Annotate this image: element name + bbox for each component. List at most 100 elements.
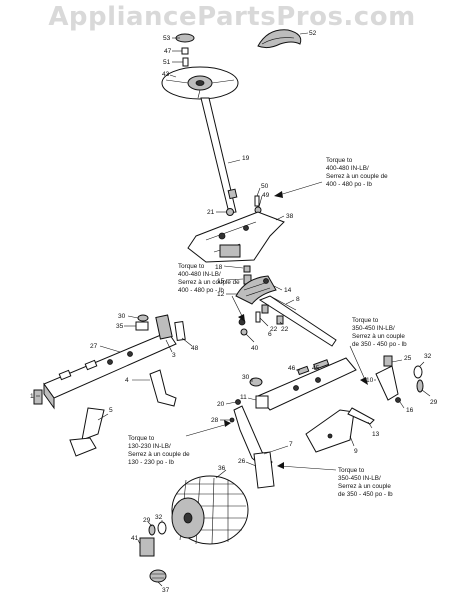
svg-text:400-480 IN-LB/: 400-480 IN-LB/ — [178, 271, 221, 278]
leader-lines — [36, 32, 431, 587]
label-4: 4 — [125, 377, 129, 384]
svg-text:350-450 IN-LB/: 350-450 IN-LB/ — [338, 475, 381, 482]
svg-text:de 350 - 450 po - lb: de 350 - 450 po - lb — [352, 341, 407, 348]
spindle-10[interactable] — [375, 365, 399, 401]
label-14: 14 — [284, 287, 292, 294]
label-49: 49 — [262, 192, 270, 199]
spacer-18[interactable] — [243, 265, 251, 273]
svg-text:Serrez à un couple de: Serrez à un couple de — [178, 279, 240, 286]
washer-32a[interactable] — [157, 521, 167, 535]
svg-text:400 - 480 po - lb: 400 - 480 po - lb — [178, 287, 224, 294]
svg-text:Serrez à un couple de: Serrez à un couple de — [326, 173, 388, 180]
bolt-50[interactable] — [254, 195, 260, 207]
cap-37[interactable] — [149, 569, 167, 583]
svg-text:Torque to: Torque to — [326, 157, 353, 164]
seal-29b[interactable] — [416, 379, 424, 393]
label-52: 52 — [309, 30, 317, 37]
bolt-45[interactable] — [313, 359, 330, 370]
steering-shaft[interactable] — [200, 97, 237, 214]
label-30b: 30 — [242, 374, 250, 381]
label-29a: 29 — [143, 517, 151, 524]
spindle-5[interactable] — [81, 407, 105, 441]
front-tire[interactable] — [171, 475, 249, 545]
spindle-26[interactable] — [253, 451, 275, 489]
washer-32b[interactable] — [413, 365, 423, 379]
label-43: 43 — [162, 71, 170, 78]
label-10: 10 — [366, 377, 374, 384]
bushing-30b[interactable] — [249, 377, 263, 387]
label-38: 38 — [286, 213, 294, 220]
label-28: 28 — [211, 417, 219, 424]
torque-note-left-mid: Torque to 400-480 IN-LB/ Serrez à un cou… — [178, 263, 240, 294]
nut-28[interactable] — [229, 417, 235, 423]
label-36: 36 — [218, 465, 226, 472]
steering-cap[interactable] — [257, 29, 302, 49]
bolt-6[interactable] — [255, 311, 261, 323]
bushing-30a[interactable] — [137, 314, 149, 322]
label-32a: 32 — [155, 514, 163, 521]
label-29b: 29 — [430, 399, 438, 406]
torque-note-top-right: Torque to 400-480 IN-LB/ Serrez à un cou… — [326, 157, 388, 188]
svg-text:Torque to: Torque to — [352, 317, 379, 324]
spacer-22b[interactable] — [276, 315, 284, 325]
label-26: 26 — [238, 458, 246, 465]
label-11: 11 — [240, 394, 247, 401]
bushing-25[interactable] — [383, 355, 393, 367]
watermark: AppliancePartsPros.com — [48, 2, 416, 32]
drag-link[interactable] — [258, 295, 337, 347]
label-46: 46 — [288, 365, 296, 372]
steering-support-plate[interactable] — [187, 211, 285, 263]
bushing-35[interactable] — [135, 321, 149, 331]
label-5: 5 — [109, 407, 113, 414]
label-9: 9 — [354, 448, 358, 455]
label-18: 18 — [215, 264, 223, 271]
label-27: 27 — [90, 343, 98, 350]
label-15: 15 — [217, 278, 225, 285]
bolt-16[interactable] — [395, 397, 401, 403]
label-3: 3 — [172, 352, 176, 359]
label-32b: 32 — [424, 353, 432, 360]
label-25: 25 — [404, 355, 412, 362]
front-axle-right[interactable] — [257, 357, 357, 411]
seal-29a[interactable] — [148, 524, 156, 536]
svg-text:350-450 IN-LB/: 350-450 IN-LB/ — [352, 325, 395, 332]
label-6: 6 — [268, 331, 272, 338]
svg-text:Torque to: Torque to — [128, 435, 155, 442]
spindle-4[interactable] — [149, 369, 177, 407]
label-7: 7 — [289, 441, 293, 448]
svg-text:Serrez à un couple: Serrez à un couple — [352, 333, 405, 340]
label-53: 53 — [163, 35, 171, 42]
label-16: 16 — [406, 407, 414, 414]
label-50: 50 — [261, 183, 269, 190]
spacer-48[interactable] — [174, 320, 186, 342]
spacer-11[interactable] — [255, 395, 269, 409]
bushing-1[interactable] — [33, 389, 43, 405]
svg-text:400 - 480 po - lb: 400 - 480 po - lb — [326, 181, 372, 188]
svg-text:130-230 IN-LB/: 130-230 IN-LB/ — [128, 443, 171, 450]
steering-adapter[interactable] — [181, 47, 189, 55]
steering-wheel[interactable] — [161, 66, 239, 100]
steering-gear[interactable] — [235, 275, 277, 305]
bushing-21[interactable] — [226, 208, 234, 216]
spacer-3[interactable] — [155, 314, 173, 340]
label-19: 19 — [242, 155, 250, 162]
label-8: 8 — [296, 296, 300, 303]
steering-bolt[interactable] — [182, 57, 189, 67]
bearing-41[interactable] — [139, 537, 155, 557]
spacer-22a[interactable] — [261, 304, 269, 314]
svg-text:Torque to: Torque to — [178, 263, 205, 270]
nut-40b[interactable] — [240, 328, 248, 336]
label-47: 47 — [164, 48, 172, 55]
torque-note-right-mid: Torque to 350-450 IN-LB/ Serrez à un cou… — [352, 317, 407, 348]
label-21: 21 — [207, 209, 215, 216]
label-37: 37 — [162, 587, 170, 594]
label-48: 48 — [191, 345, 199, 352]
tie-rod-left[interactable] — [69, 437, 97, 457]
pin-13[interactable] — [347, 407, 375, 425]
label-20: 20 — [217, 401, 225, 408]
axle-bracket-9[interactable] — [305, 409, 355, 453]
front-axle[interactable] — [43, 331, 177, 410]
label-35: 35 — [116, 323, 124, 330]
bolt-46[interactable] — [296, 365, 310, 376]
